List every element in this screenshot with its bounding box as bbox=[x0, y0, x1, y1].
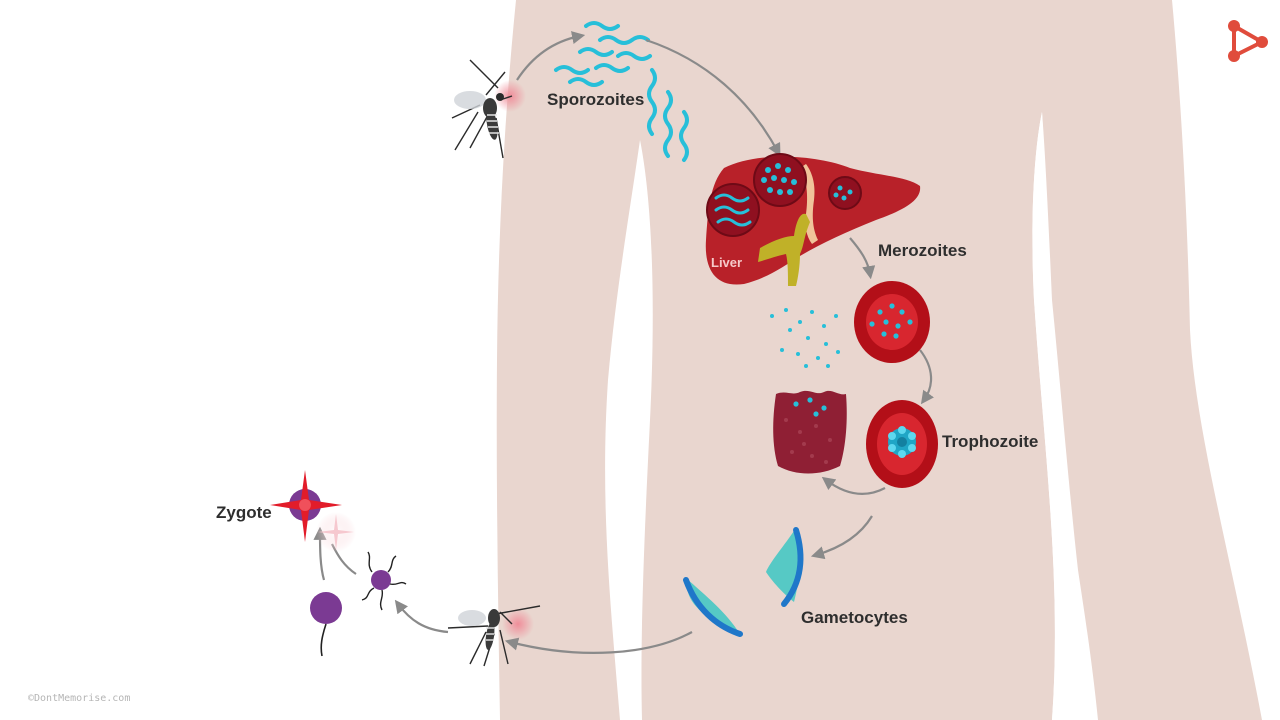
mosquito-icon-top bbox=[451, 59, 526, 159]
zygote-icon bbox=[270, 470, 356, 552]
rbc-trophozoite-icon bbox=[866, 400, 938, 488]
arrow-merozoites-to-trophozoite bbox=[919, 349, 934, 405]
sporozoites-icon bbox=[554, 21, 689, 162]
zygote-label: Zygote bbox=[216, 503, 272, 522]
arrow-to-gametocytes bbox=[810, 515, 873, 560]
male-gamete-icon bbox=[361, 551, 407, 611]
arrow-bite-to-sporozoites bbox=[516, 31, 586, 81]
arrow-gametocytes-to-mosquito bbox=[504, 631, 693, 654]
cycle-arrows bbox=[313, 31, 934, 654]
arrow-mosquito-to-gametes bbox=[394, 599, 449, 634]
gametocytes-icon bbox=[683, 527, 804, 637]
gametocytes-label: Gametocytes bbox=[801, 608, 908, 627]
female-gamete-icon bbox=[310, 592, 342, 657]
rbc-merozoites-icon bbox=[854, 281, 930, 363]
sporozoites-label: Sporozoites bbox=[547, 90, 645, 109]
liver-label: Liver bbox=[711, 255, 743, 270]
dontmemorise-logo-icon bbox=[1228, 20, 1268, 62]
burst-rbc-icon bbox=[773, 390, 847, 474]
mosquito-icon-bottom bbox=[447, 605, 541, 667]
liver-icon bbox=[705, 153, 921, 286]
copyright-text: ©DontMemorise.com bbox=[28, 693, 131, 704]
trophozoite-label: Trophozoite bbox=[942, 432, 1039, 451]
merozoites-label: Merozoites bbox=[878, 241, 967, 260]
released-merozoites-icon bbox=[770, 308, 840, 368]
arrow-liver-to-merozoites bbox=[849, 237, 876, 280]
arrow-sporozoites-to-liver bbox=[645, 38, 781, 157]
arrow-trophozoite-to-burst bbox=[821, 476, 886, 495]
